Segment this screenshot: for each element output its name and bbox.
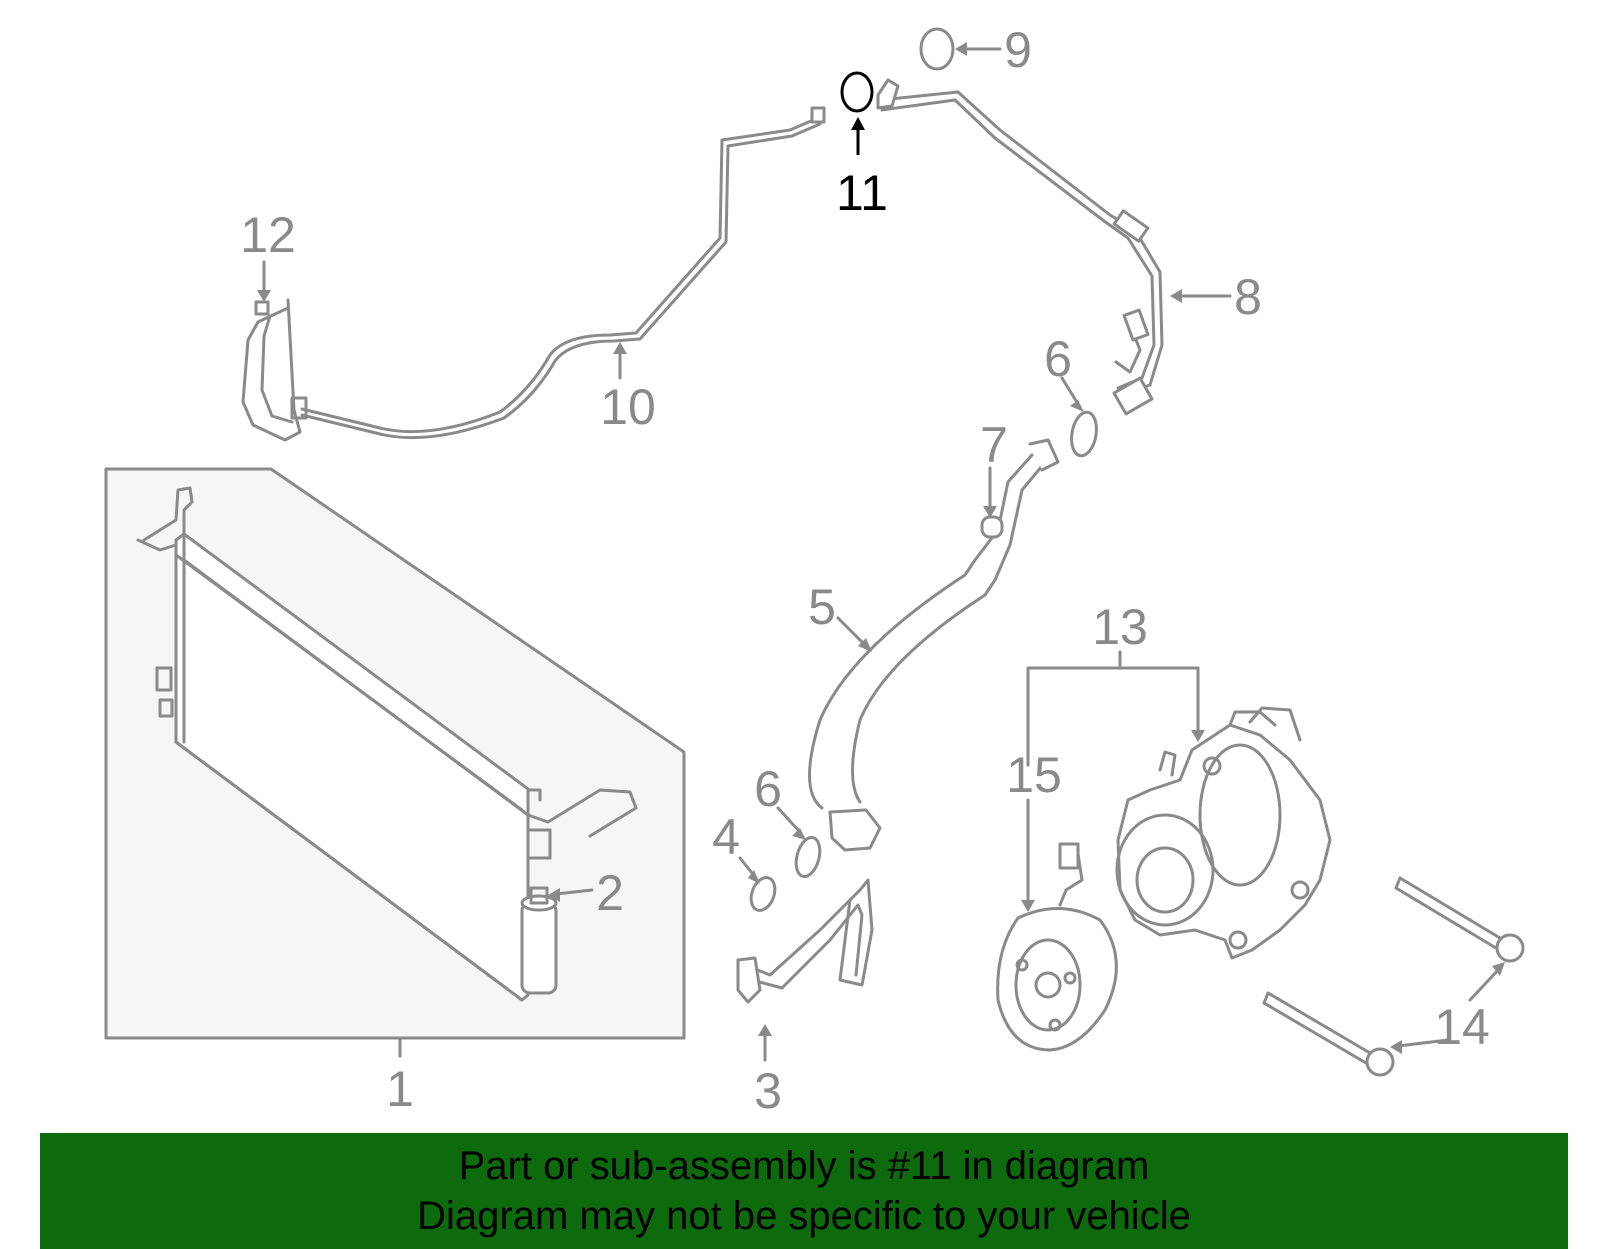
banner-line-1: Part or sub-assembly is #11 in diagram	[458, 1144, 1150, 1188]
info-banner: Part or sub-assembly is #11 in diagram D…	[40, 1133, 1568, 1249]
suction-line	[876, 78, 1164, 416]
condenser	[136, 486, 638, 1002]
callout-3[interactable]: 3	[754, 1063, 782, 1119]
arrow-heads	[257, 42, 1505, 1054]
o-ring-11	[840, 71, 874, 113]
callout-15[interactable]: 15	[1006, 747, 1062, 803]
callout-5[interactable]: 5	[808, 579, 836, 635]
callout-6-lower[interactable]: 6	[754, 761, 782, 817]
liquid-line	[241, 106, 826, 442]
o-ring-6-upper	[1070, 410, 1098, 458]
callout-10[interactable]: 10	[600, 379, 656, 435]
callout-13[interactable]: 13	[1092, 599, 1148, 655]
o-ring-9	[919, 27, 955, 71]
o-ring-6-lower	[794, 835, 822, 879]
arrow-11	[840, 71, 874, 155]
clutch-pulley	[996, 842, 1118, 1052]
pressure-pipe	[736, 878, 874, 1004]
banner-line-2: Diagram may not be specific to your vehi…	[417, 1194, 1191, 1238]
bolt-upper	[1394, 876, 1525, 963]
callout-4[interactable]: 4	[712, 809, 740, 865]
callout-1[interactable]: 1	[386, 1061, 414, 1117]
compressor	[1115, 706, 1332, 960]
bolt-lower	[1262, 991, 1395, 1077]
callout-6-upper[interactable]: 6	[1044, 331, 1072, 387]
pressure-hose	[808, 438, 1060, 852]
callout-7[interactable]: 7	[980, 417, 1008, 473]
callout-11[interactable]: 11	[836, 165, 888, 221]
callout-14[interactable]: 14	[1434, 999, 1490, 1055]
callout-2[interactable]: 2	[596, 865, 624, 921]
o-ring-4	[749, 876, 777, 912]
callout-8[interactable]: 8	[1234, 269, 1262, 325]
receiver-drier	[520, 886, 558, 995]
callout-12[interactable]: 12	[240, 207, 296, 263]
callout-9[interactable]: 9	[1004, 22, 1032, 78]
